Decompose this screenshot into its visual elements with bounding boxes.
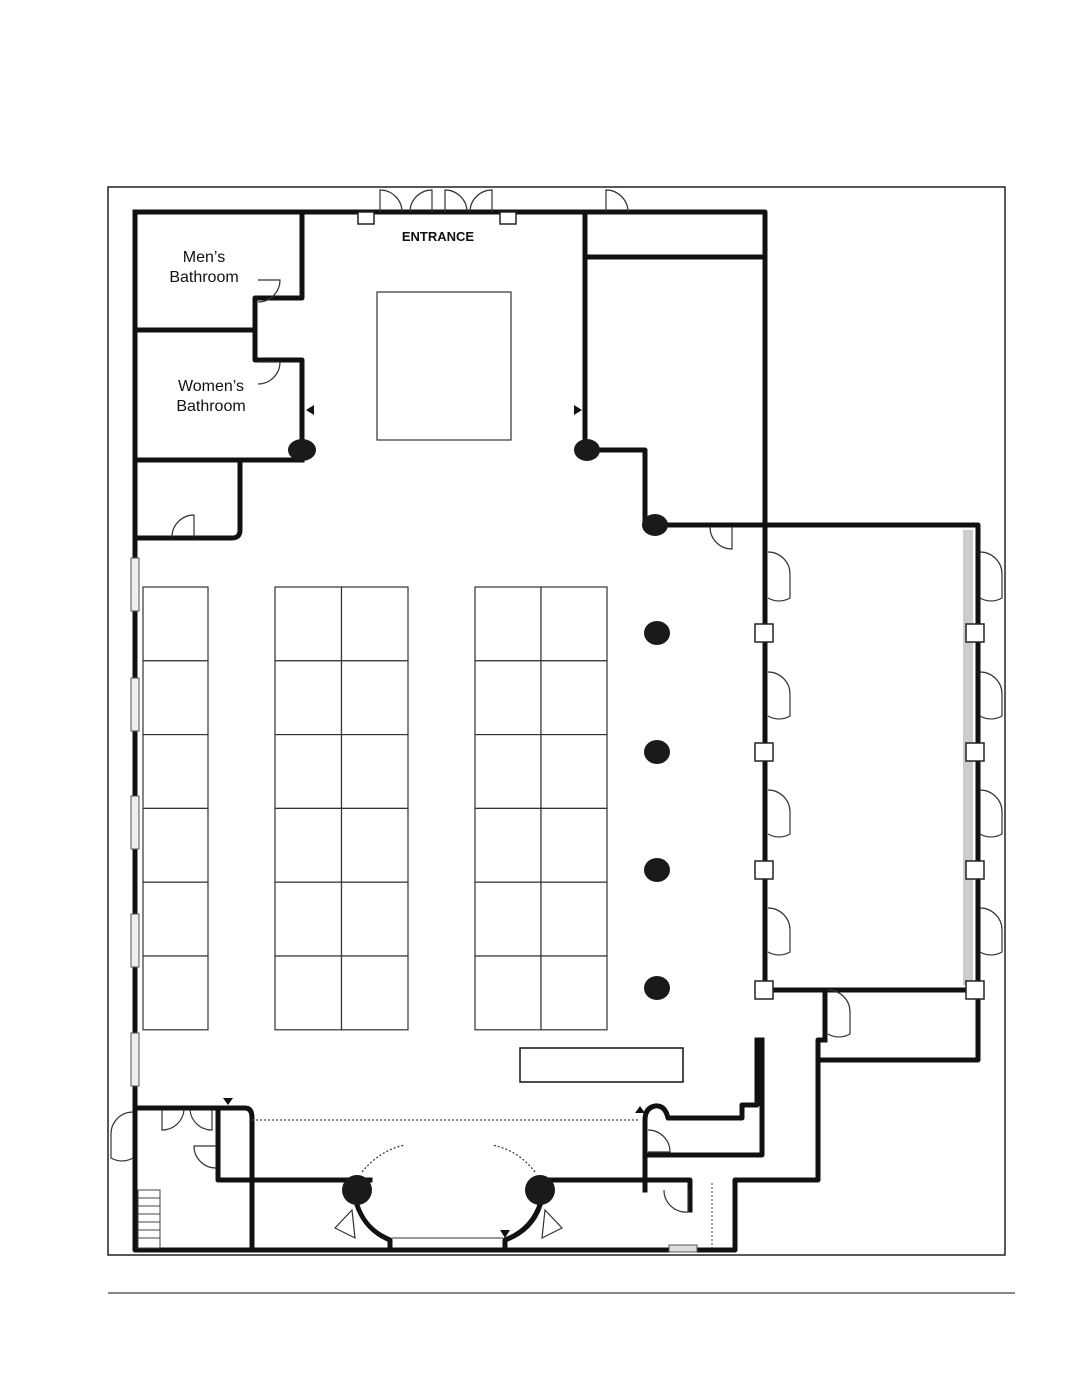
door-swing-dotted xyxy=(361,1144,406,1173)
table xyxy=(274,881,343,957)
table xyxy=(142,881,209,957)
table xyxy=(340,807,409,883)
pillar-squares xyxy=(754,623,985,1000)
table xyxy=(142,586,209,662)
table xyxy=(340,955,409,1031)
table xyxy=(340,660,409,736)
entrance-label: ENTRANCE xyxy=(402,229,475,244)
table xyxy=(340,733,409,809)
stage-box xyxy=(519,1047,684,1083)
table xyxy=(540,955,608,1031)
table-grid xyxy=(142,586,608,1031)
doors xyxy=(110,189,1003,1240)
table xyxy=(142,807,209,883)
table xyxy=(540,881,608,957)
table xyxy=(340,586,409,662)
table xyxy=(474,955,542,1031)
table xyxy=(274,733,343,809)
table xyxy=(340,881,409,957)
table xyxy=(142,660,209,736)
table xyxy=(474,660,542,736)
table xyxy=(540,660,608,736)
table xyxy=(540,733,608,809)
table xyxy=(142,733,209,809)
mens-bathroom-label: Men’s xyxy=(183,249,225,266)
stairs-icon xyxy=(137,1189,161,1249)
table xyxy=(274,807,343,883)
womens-bathroom-label: Women’s xyxy=(178,378,244,395)
table xyxy=(474,586,542,662)
table xyxy=(474,733,542,809)
plan-frame xyxy=(107,186,1006,1256)
table xyxy=(274,586,343,662)
table xyxy=(540,586,608,662)
door-swing-dotted xyxy=(491,1144,536,1173)
mens-bathroom-label-line2: Bathroom xyxy=(169,269,238,286)
table xyxy=(274,660,343,736)
vent xyxy=(668,1244,698,1253)
table xyxy=(540,807,608,883)
womens-bathroom-label-line2: Bathroom xyxy=(176,398,245,415)
windows-left xyxy=(130,557,140,1087)
center-table xyxy=(376,291,512,441)
table xyxy=(142,955,209,1031)
door-stops xyxy=(223,211,645,1238)
table xyxy=(274,955,343,1031)
columns xyxy=(288,439,670,1205)
table xyxy=(474,807,542,883)
table xyxy=(474,881,542,957)
